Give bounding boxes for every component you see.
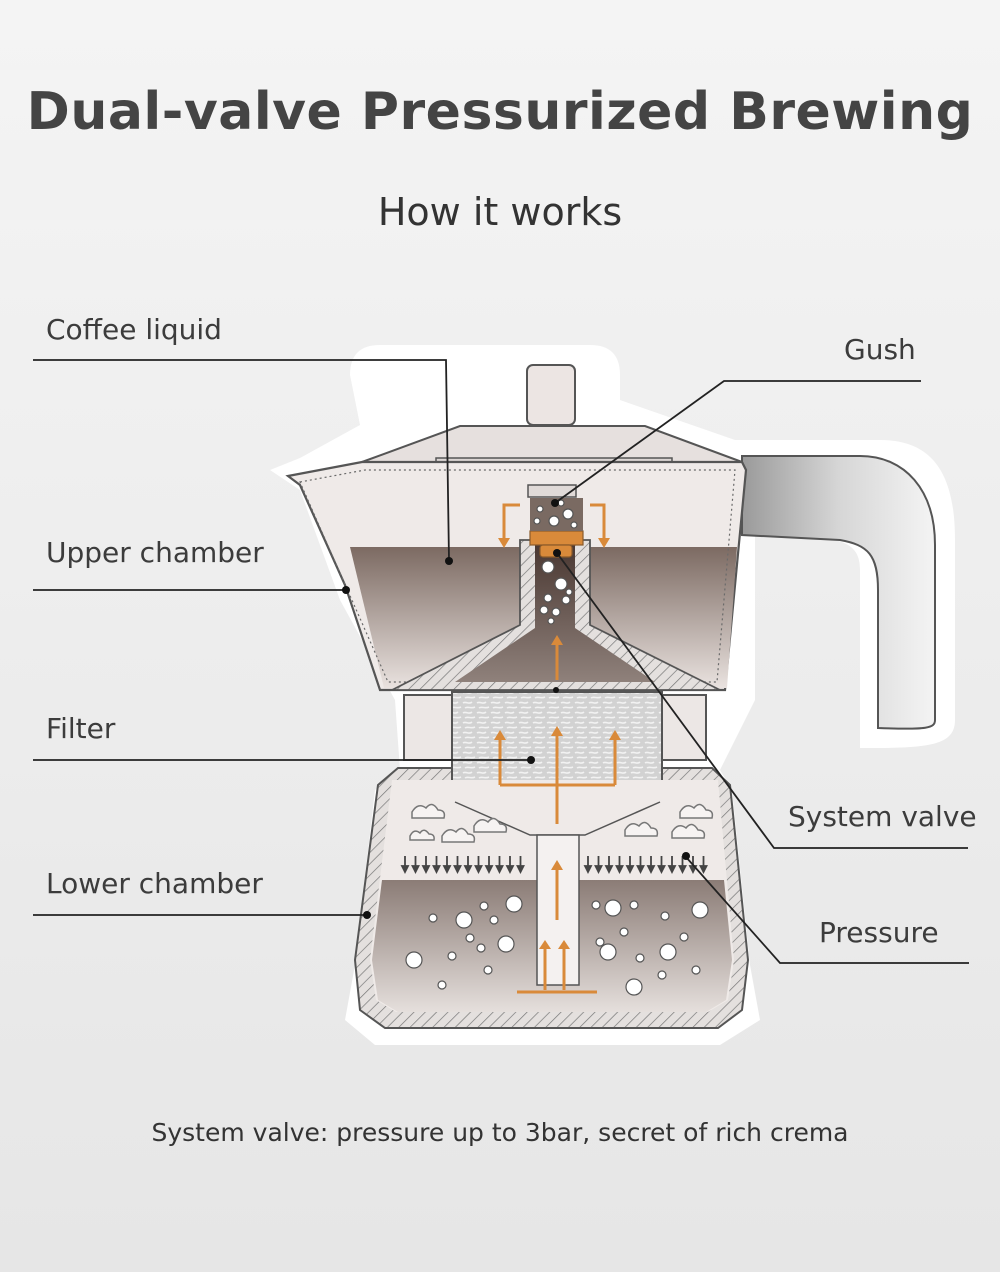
pressure-arrowhead: [583, 865, 593, 875]
label-system-valve: System valve: [788, 800, 977, 833]
label-upper-chamber: Upper chamber: [46, 536, 264, 569]
pressure-arrowhead: [484, 865, 494, 875]
leader-lines: [33, 359, 969, 964]
leader-dots: [342, 499, 690, 919]
pressure-arrowhead: [442, 865, 452, 875]
pressure-arrowhead: [453, 865, 462, 875]
label-gush: Gush: [844, 333, 916, 366]
pressure-arrowhead: [432, 865, 441, 875]
pressure-arrowhead: [495, 865, 504, 875]
flow-arrowheads: [494, 538, 621, 949]
lid-knob: [526, 364, 576, 426]
handle: [741, 455, 936, 730]
pressure-arrowhead: [699, 865, 708, 875]
pressure-arrowhead: [411, 865, 420, 875]
pressure-arrowhead: [594, 865, 603, 875]
pressure-arrowhead: [678, 865, 687, 875]
bubbles: [405, 499, 709, 996]
pressure-arrowhead: [646, 865, 656, 875]
page-title: Dual-valve Pressurized Brewing: [26, 82, 974, 142]
footer-caption: System valve: pressure up to 3bar, secre…: [151, 1118, 849, 1147]
pressure-arrowhead: [505, 865, 515, 875]
label-pressure: Pressure: [819, 916, 939, 949]
pressure-arrowhead: [400, 865, 410, 875]
page-subtitle: How it works: [377, 190, 623, 234]
pressure-arrowhead: [463, 865, 473, 875]
steam-clouds: [409, 803, 714, 843]
pressure-arrowhead: [657, 865, 666, 875]
label-coffee-liquid: Coffee liquid: [46, 313, 222, 346]
pressure-arrowhead: [604, 865, 614, 875]
pressure-arrows: [400, 856, 708, 875]
label-lower-chamber: Lower chamber: [46, 867, 263, 900]
pressure-arrowhead: [636, 865, 645, 875]
pressure-arrowhead: [667, 865, 677, 875]
label-filter: Filter: [46, 712, 116, 745]
pressure-arrowhead: [474, 865, 483, 875]
pressure-arrowhead: [625, 865, 635, 875]
pressure-arrowhead: [421, 865, 431, 875]
pressure-arrowhead: [516, 865, 525, 875]
system-valve: [529, 530, 584, 546]
pressure-arrowhead: [615, 865, 624, 875]
gush-valve-cap: [527, 484, 577, 498]
